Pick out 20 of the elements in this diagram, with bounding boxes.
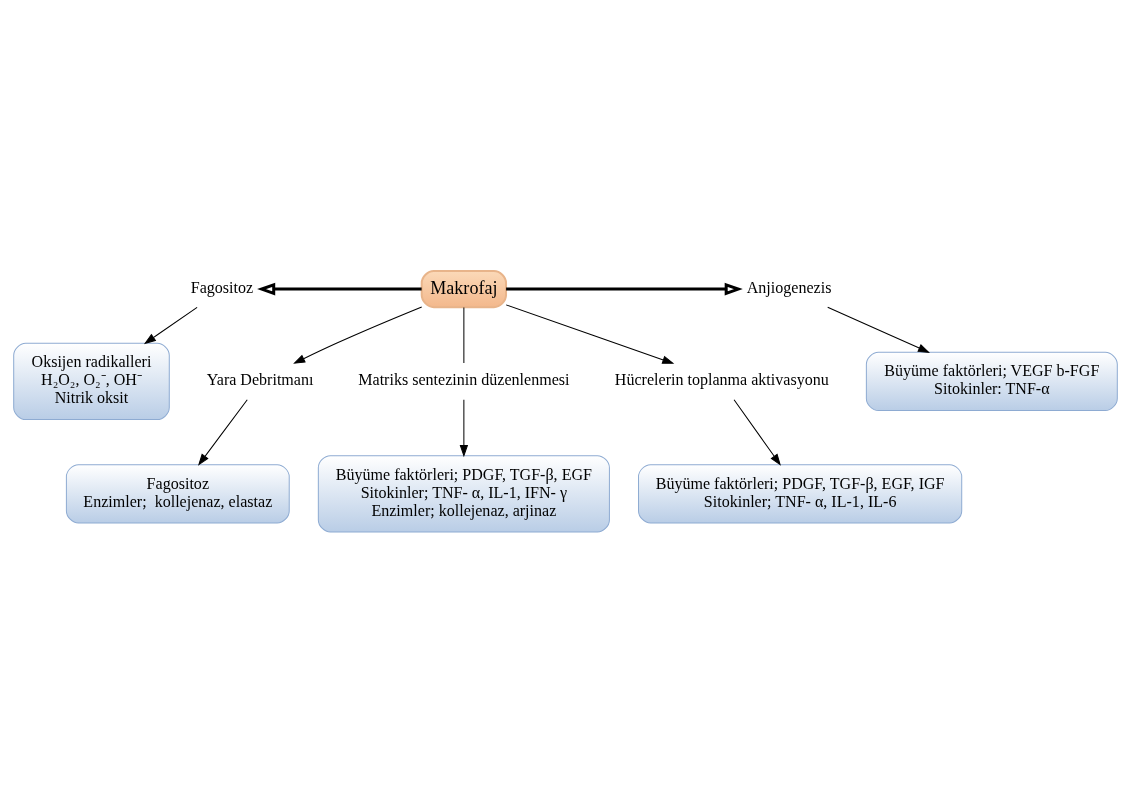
node-text: Fagositoz bbox=[190, 278, 254, 296]
arrow bbox=[505, 303, 674, 364]
arrow bbox=[144, 306, 198, 344]
node-box: Büyüme faktörleri; VEGF b-FGF Sitokinler: TNF-α bbox=[865, 351, 1118, 411]
arrow bbox=[198, 398, 248, 465]
node-box: Büyüme faktörleri; PDGF, TGF-β, EGF Sitokinler; TNF- α, IL-1, IFN- γ Enzimler; kollejenaz, arjinaz bbox=[317, 454, 610, 532]
node-text: Matriks sentezinin düzenlenmesi bbox=[358, 370, 570, 388]
arrow bbox=[257, 282, 422, 295]
arrow bbox=[459, 398, 468, 456]
node-box: Büyüme faktörleri; PDGF, TGF-β, EGF, IGF Sitokinler; TNF- α, IL-1, IL-6 bbox=[638, 463, 963, 523]
arrow bbox=[827, 306, 930, 353]
node-text: Yara Debritmanı bbox=[206, 370, 314, 388]
arrow bbox=[733, 398, 781, 465]
arrow bbox=[506, 282, 743, 295]
node-text: Anjiogenezis bbox=[746, 278, 832, 296]
node-box: Makrofaj bbox=[420, 269, 508, 308]
arrow bbox=[293, 305, 423, 364]
node-box: Fagositoz Enzimler; kollejenaz, elastaz bbox=[65, 463, 290, 523]
node-box: Oksijen radikalleri H₂O₂, O₂⁻, OH⁻ Nitrik oksit bbox=[13, 342, 170, 420]
node-text: Hücrelerin toplanma aktivasyonu bbox=[614, 370, 829, 388]
